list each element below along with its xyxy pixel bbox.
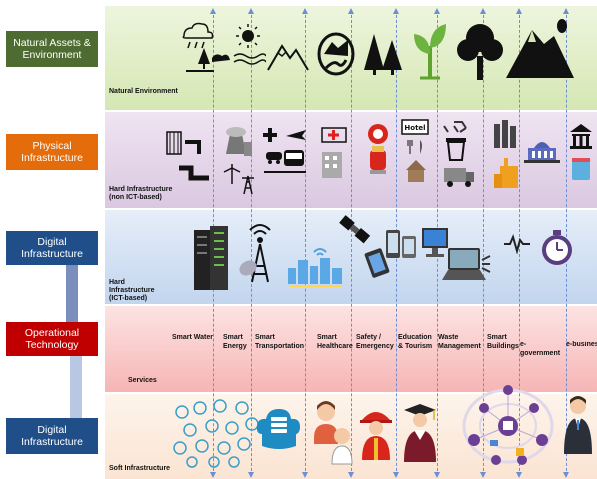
service-e-business: e-busines	[566, 341, 597, 348]
power-plant-icon	[223, 127, 254, 195]
operational-technology-box: Operational Technology	[6, 322, 98, 356]
government-building-icon	[524, 142, 560, 163]
natural-assets-box: Natural Assets & Environment	[6, 31, 98, 67]
digital-infrastructure-box-bottom: Digital Infrastructure	[6, 418, 98, 454]
soft-infrastructure-label: Soft Infrastructure	[109, 465, 171, 472]
antenna-icon	[239, 224, 271, 283]
factory-icon	[494, 120, 518, 188]
service-smart-buildings: Smart Buildings	[487, 334, 519, 350]
sun-water-icon	[233, 24, 266, 65]
service-smart-energy: Smart Energy	[223, 334, 247, 350]
doctor-icon	[314, 401, 353, 465]
connector-operational-digital	[70, 356, 82, 418]
fire-alarm-icon	[368, 124, 388, 174]
service-education-tourism: Education & Tourism	[398, 334, 433, 350]
server-rack-icon	[194, 226, 228, 290]
mobile-device-icon	[386, 230, 416, 258]
firefighter-icon	[360, 412, 392, 460]
volcano-icon	[506, 19, 574, 78]
hotel-icon: Hotel	[401, 119, 429, 182]
physical-infrastructure-label: Physical Infrastructure	[21, 140, 83, 164]
mountains-icon	[267, 44, 309, 71]
service-smart-healthcare: Smart Healthcare	[317, 334, 353, 350]
weather-icon	[182, 22, 230, 72]
service-waste-management: Waste Management	[438, 334, 481, 350]
clock-icon	[542, 230, 572, 265]
svg-text:Hotel: Hotel	[404, 124, 425, 132]
operational-technology-label: Operational Technology	[24, 327, 80, 351]
transport-icon	[263, 128, 306, 173]
cloud-database-icon	[256, 409, 300, 449]
hospital-icon	[321, 127, 347, 178]
computer-icon	[422, 228, 448, 257]
recycling-icon	[443, 121, 474, 187]
natural-assets-label: Natural Assets & Environment	[13, 37, 91, 61]
data-network-icon	[173, 399, 259, 468]
museum-icon	[570, 124, 592, 180]
column-arrow-energy	[248, 8, 254, 478]
water-pipe-icon	[166, 131, 209, 181]
hard-infrastructure-ict-label: Hard Infrastructure (ICT-based)	[109, 279, 155, 302]
signal-icon	[504, 234, 530, 254]
forest-icon	[364, 34, 402, 75]
connector-digital-operational	[66, 265, 78, 322]
service-smart-transportation: Smart Transportation	[255, 334, 305, 350]
hard-infrastructure-non-ict-label: Hard Infrastructure (non ICT-based)	[109, 186, 173, 201]
smart-city-icon	[288, 248, 342, 287]
satellite-icon	[339, 215, 390, 278]
digital-infrastructure-label-top: Digital Infrastructure	[21, 236, 83, 260]
tree-icon	[457, 24, 503, 80]
services-label: Services	[128, 377, 157, 384]
business-person-icon	[564, 396, 592, 454]
digital-infrastructure-label-bottom: Digital Infrastructure	[21, 424, 83, 448]
smart-building-network-icon	[462, 385, 554, 465]
river-icon	[317, 32, 355, 76]
natural-environment-label: Natural Environment	[109, 88, 178, 95]
column-arrow-transportation	[302, 8, 308, 478]
service-safety-emergency: Safety / Emergency	[356, 334, 394, 350]
laptop-icon	[442, 248, 491, 280]
physical-infrastructure-box: Physical Infrastructure	[6, 134, 98, 170]
plant-icon	[414, 24, 446, 80]
digital-infrastructure-box-top: Digital Infrastructure	[6, 231, 98, 265]
graduate-icon	[404, 404, 436, 462]
column-arrow-healthcare	[348, 8, 354, 478]
service-e-government: e-government	[520, 341, 561, 357]
column-arrow-waste	[480, 8, 486, 478]
service-smart-water: Smart Water	[172, 334, 213, 341]
